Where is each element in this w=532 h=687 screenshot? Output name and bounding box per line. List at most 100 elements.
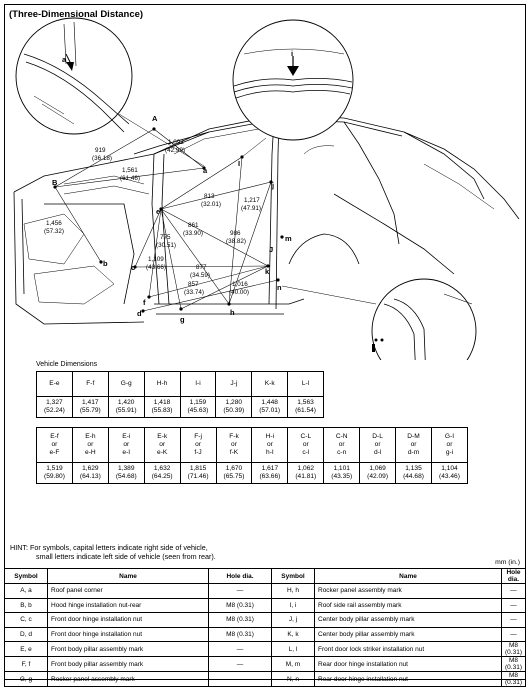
symbol-cell: D, d <box>4 626 48 643</box>
dimension-label-line: or <box>302 441 309 448</box>
point-I: I <box>238 159 240 168</box>
dimension-value: 1,632(64.25) <box>143 462 181 484</box>
hole-dia-cell: — <box>501 626 526 643</box>
point-e: e <box>156 207 160 216</box>
dimension-value-mm: 1,280 <box>225 399 243 406</box>
symbol-table: Symbol Name Hole dia. Symbol Name Hole d… <box>4 568 526 687</box>
dimension-label-line: F-f <box>86 380 95 387</box>
hole-dia-header: Hole dia. <box>501 568 526 584</box>
dimension-label-line: E-h <box>85 433 96 440</box>
dimension-value-mm: 1,617 <box>261 465 279 472</box>
dimension-label-line: L-l <box>301 380 310 387</box>
dimension-label-line: f-K <box>229 449 239 456</box>
distance-1217-mm: 1,217 <box>244 197 260 204</box>
dimension-label-line: d-m <box>407 449 420 456</box>
dimension-value: 1,417(55.79) <box>71 396 109 418</box>
dimension-label: I-i <box>179 371 217 397</box>
dimension-label-line: C-L <box>300 433 312 440</box>
hole-dia-cell: M8 (0.31) <box>208 626 272 643</box>
dimension-label-line: e-F <box>49 449 60 456</box>
dimension-label-line: or <box>87 441 94 448</box>
dimension-value-mm: 1,632 <box>153 465 171 472</box>
distance-861-in: (33.90) <box>183 230 203 237</box>
dimension-label-line: g-i <box>445 449 454 456</box>
point-B: B <box>52 178 58 187</box>
distance-1092-mm: 1,092 <box>168 139 184 146</box>
dimension-label-line: e-K <box>157 449 168 456</box>
symbol-cell: L, l <box>271 641 315 658</box>
distance-1561-mm: 1,561 <box>122 167 138 174</box>
point-i-detail: i <box>291 49 293 58</box>
dimension-label: F-f <box>71 371 109 397</box>
dimension-value-mm: 1,327 <box>46 399 63 406</box>
hole-dia-cell: — <box>501 583 526 599</box>
name-cell: Rocker panel assembly mark <box>314 583 502 599</box>
dimension-value-in: (57.01) <box>259 407 281 414</box>
dimension-value: 1,563(61.54) <box>287 396 324 418</box>
dimension-label-line: F-j <box>194 433 202 440</box>
dimension-value-in: (65.75) <box>223 473 245 480</box>
point-n-detail: n <box>372 357 377 360</box>
distance-986-mm: 986 <box>230 230 241 237</box>
dimension-value-mm: 1,815 <box>189 465 207 472</box>
measurement-lines <box>54 128 279 312</box>
name-cell: Front door hinge installation nut <box>47 612 209 628</box>
dimension-value: 1,280(50.39) <box>215 396 253 418</box>
name-cell: Front body pillar assembly mark <box>47 656 209 673</box>
arrow-n-icon <box>372 344 375 352</box>
dimension-value-in: (61.54) <box>295 407 317 414</box>
distance-1092-in: (42.99) <box>165 147 185 154</box>
dimension-label-line: or <box>159 441 166 448</box>
dimension-label-line: G-g <box>120 380 132 387</box>
dimension-value-in: (55.79) <box>79 407 101 414</box>
dimension-value: 1,815(71.46) <box>179 462 217 484</box>
dimension-label-line: or <box>123 441 130 448</box>
dimension-value-in: (64.13) <box>79 473 101 480</box>
dimension-value-mm: 1,519 <box>46 465 63 472</box>
dimension-value-mm: 1,104 <box>441 465 458 472</box>
dimension-label-line: I-i <box>195 380 201 387</box>
point-j: j <box>271 181 274 190</box>
distance-857-mm: 857 <box>188 281 199 288</box>
dimension-label: G-g <box>107 371 145 397</box>
point-f: f <box>143 298 146 307</box>
dimension-value-in: (71.46) <box>187 473 209 480</box>
dimension-label: J-j <box>215 371 253 397</box>
hint-line-1: HINT: For symbols, capital letters indic… <box>10 543 208 552</box>
dimension-label-line: E-i <box>122 433 131 440</box>
distance-775-mm: 775 <box>160 234 171 241</box>
dimension-label-line: h-I <box>266 449 274 456</box>
dimension-value-in: (52.24) <box>43 407 65 414</box>
vehicle-dimensions-caption: Vehicle Dimensions <box>36 361 98 368</box>
dimension-value-mm: 1,563 <box>297 399 314 406</box>
dimension-value-mm: 1,069 <box>369 465 386 472</box>
hint-line-2: small letters indicate left side of vehi… <box>36 552 216 561</box>
name-cell: Front body pillar assembly mark <box>47 641 209 658</box>
dimension-value: 1,389(54.68) <box>107 462 145 484</box>
distance-1109-in: (43.66) <box>146 264 166 271</box>
detail-circle-i <box>232 19 354 141</box>
dimension-label-line: or <box>195 441 202 448</box>
dimension-value-in: (42.09) <box>367 473 389 480</box>
dimension-value-mm: 1,101 <box>333 465 350 472</box>
dimension-value-in: (41.81) <box>295 473 317 480</box>
measurement-point-dots <box>53 127 284 313</box>
distance-1456-mm: 1,456 <box>46 220 62 227</box>
symbol-cell: K, k <box>271 626 315 643</box>
hole-dia-cell: M8 (0.31) <box>501 656 526 673</box>
hole-dia-cell: — <box>208 641 272 658</box>
dimension-value: 1,629(64.13) <box>71 462 109 484</box>
hole-dia-cell: — <box>501 612 526 628</box>
name-cell: Center body pillar assembly mark <box>314 626 502 643</box>
distance-877-in: (34.59) <box>190 272 210 279</box>
dimension-label: H-h <box>143 371 181 397</box>
symbol-cell: I, i <box>271 597 315 614</box>
distance-877-mm: 877 <box>196 264 207 271</box>
